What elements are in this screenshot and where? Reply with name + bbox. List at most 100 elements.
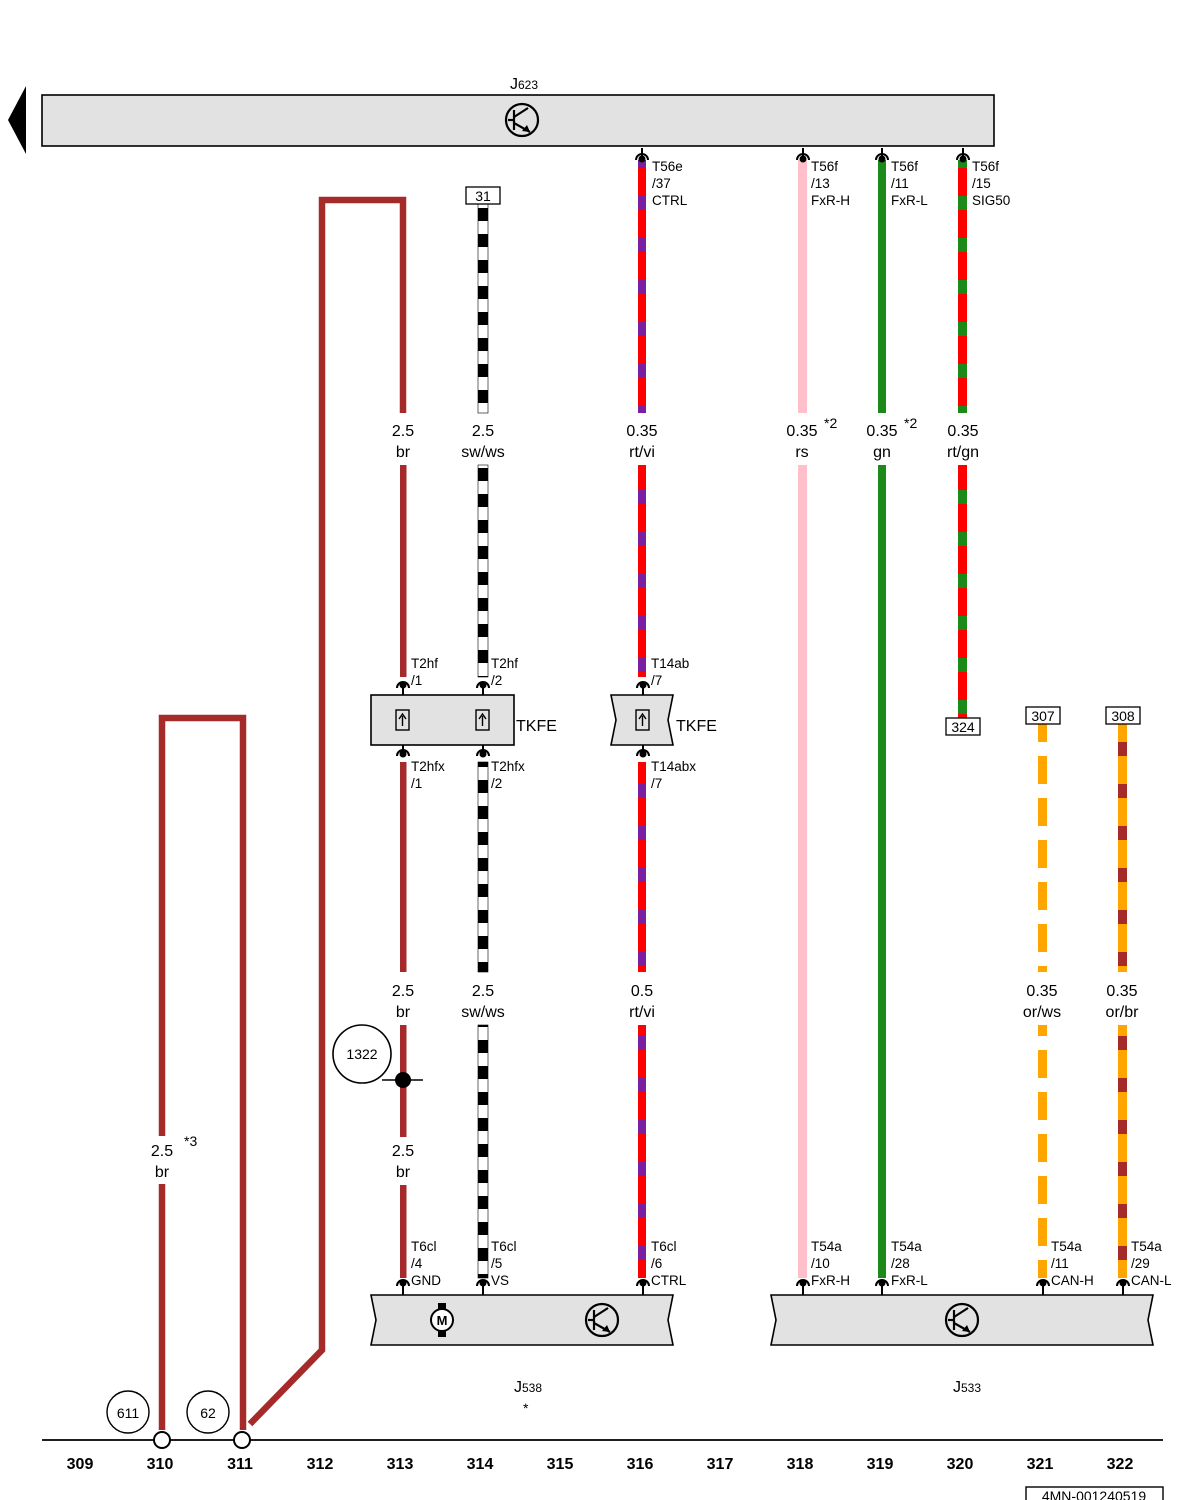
j538-box (370, 1294, 674, 1346)
pin-label-t2hfx-1: T2hfx/1 (411, 759, 445, 791)
tkfe-label-1: TKFE (516, 718, 557, 735)
column-number: 318 (787, 1456, 814, 1473)
pin-connectors (396, 148, 1130, 1295)
wire-color-label: br (396, 444, 411, 461)
j538-label: J538 (514, 1379, 542, 1396)
wire-color-label: sw/ws (461, 1004, 505, 1021)
column-number: 319 (867, 1456, 894, 1473)
transistor-icon (944, 1302, 980, 1338)
wire-color-label: or/ws (1023, 1004, 1061, 1021)
wire-size-label: 2.5 (392, 1143, 414, 1160)
ground-node-311 (233, 1431, 251, 1449)
wire-size-label: 2.5 (472, 423, 494, 440)
wire-swws-314-d (477, 1024, 489, 1279)
wire-rtvi-316-a (638, 160, 646, 413)
ref-box-31[interactable] (465, 186, 501, 205)
column-number: 317 (707, 1456, 734, 1473)
ref-circle-62[interactable] (186, 1390, 230, 1434)
column-number: 321 (1027, 1456, 1054, 1473)
wire-rtvi-316-c (638, 762, 646, 972)
wire-br-color-3: br (155, 1164, 170, 1181)
column-number: 310 (147, 1456, 174, 1473)
wire-br-313-b (400, 762, 407, 972)
ground-node-310 (153, 1431, 171, 1449)
wire-br-note-3: *3 (184, 1133, 197, 1149)
svg-text:62: 62 (200, 1405, 216, 1421)
wire-color-label: br (396, 1004, 411, 1021)
pin-label-t2hf-1: T2hf/1 (411, 656, 438, 688)
wire-size-label: 0.5 (631, 983, 653, 1000)
j533-label: J533 (953, 1379, 981, 1396)
wire-size-label: 2.5 (392, 423, 414, 440)
transistor-icon (504, 102, 540, 138)
wire-color-label: gn (873, 444, 891, 461)
ref-circle-1322[interactable] (332, 1024, 392, 1084)
wire-rtgn-320-a (958, 160, 967, 413)
wire-color-label: rt/vi (629, 1004, 655, 1021)
wire-rtgn-320-b (958, 465, 967, 720)
wire-swws-314-b (477, 464, 489, 678)
column-number: 314 (467, 1456, 494, 1473)
wire-orws-321-a (1038, 724, 1047, 972)
wire-br-size-3: 2.5 (151, 1143, 173, 1160)
column-number: 312 (307, 1456, 334, 1473)
j623-box (41, 94, 995, 147)
wire-rs-318-b (798, 465, 807, 1278)
wire-color-label: rt/gn (947, 444, 979, 461)
wire-orbr-322-a (1118, 724, 1127, 972)
column-number: 316 (627, 1456, 654, 1473)
j533-box (770, 1294, 1154, 1346)
splice-dot (395, 1072, 411, 1088)
wire-swws-314-c (477, 761, 489, 973)
wire-br-313-d (400, 1185, 407, 1278)
wire-rtvi-316-d (638, 1025, 646, 1278)
svg-text:324: 324 (951, 719, 975, 735)
column-number: 320 (947, 1456, 974, 1473)
ref-box-308[interactable] (1105, 706, 1141, 725)
wire-br-loop-outer (158, 714, 247, 1430)
motor-icon: M (430, 1303, 454, 1337)
svg-text:307: 307 (1031, 708, 1055, 724)
ref-box-307[interactable] (1025, 706, 1061, 725)
connector-icon (395, 709, 650, 731)
wire-gn-319-b (878, 465, 886, 1278)
wire-orws-321-b (1038, 1025, 1047, 1278)
svg-text:308: 308 (1111, 708, 1135, 724)
svg-text:1322: 1322 (346, 1046, 377, 1062)
wire-size-label: 0.35 (1026, 983, 1057, 1000)
wire-rs-318-a (798, 160, 807, 413)
wire-br-313-a (400, 465, 407, 677)
wire-br-loop-inner (247, 196, 407, 1427)
ref-circle-611[interactable] (106, 1390, 150, 1434)
j623-label: J623 (510, 76, 538, 93)
column-number: 311 (227, 1456, 253, 1473)
wire-color-label: rs (795, 444, 808, 461)
svg-text:611: 611 (117, 1405, 140, 1421)
column-number: 309 (67, 1456, 94, 1473)
transistor-icon (584, 1302, 620, 1338)
pin-label-t2hfx-2: T2hfx/2 (491, 759, 525, 791)
wire-orbr-322-b (1118, 1025, 1127, 1278)
wire-color-label: sw/ws (461, 444, 505, 461)
doc-id: 4MN-001240519 (1042, 1488, 1147, 1500)
pin-label-t2hf-2: T2hf/2 (491, 656, 518, 688)
tkfe-label-2: TKFE (676, 718, 717, 735)
wire-size-label: 2.5 (392, 983, 414, 1000)
wire-color-label: br (396, 1164, 411, 1181)
continuation-arrow-icon[interactable] (8, 86, 26, 154)
wire-color-label: rt/vi (629, 444, 655, 461)
pin-label-t14ab-7: T14ab/7 (651, 656, 689, 688)
column-number: 322 (1107, 1456, 1134, 1473)
ref-box-324[interactable] (945, 717, 981, 736)
